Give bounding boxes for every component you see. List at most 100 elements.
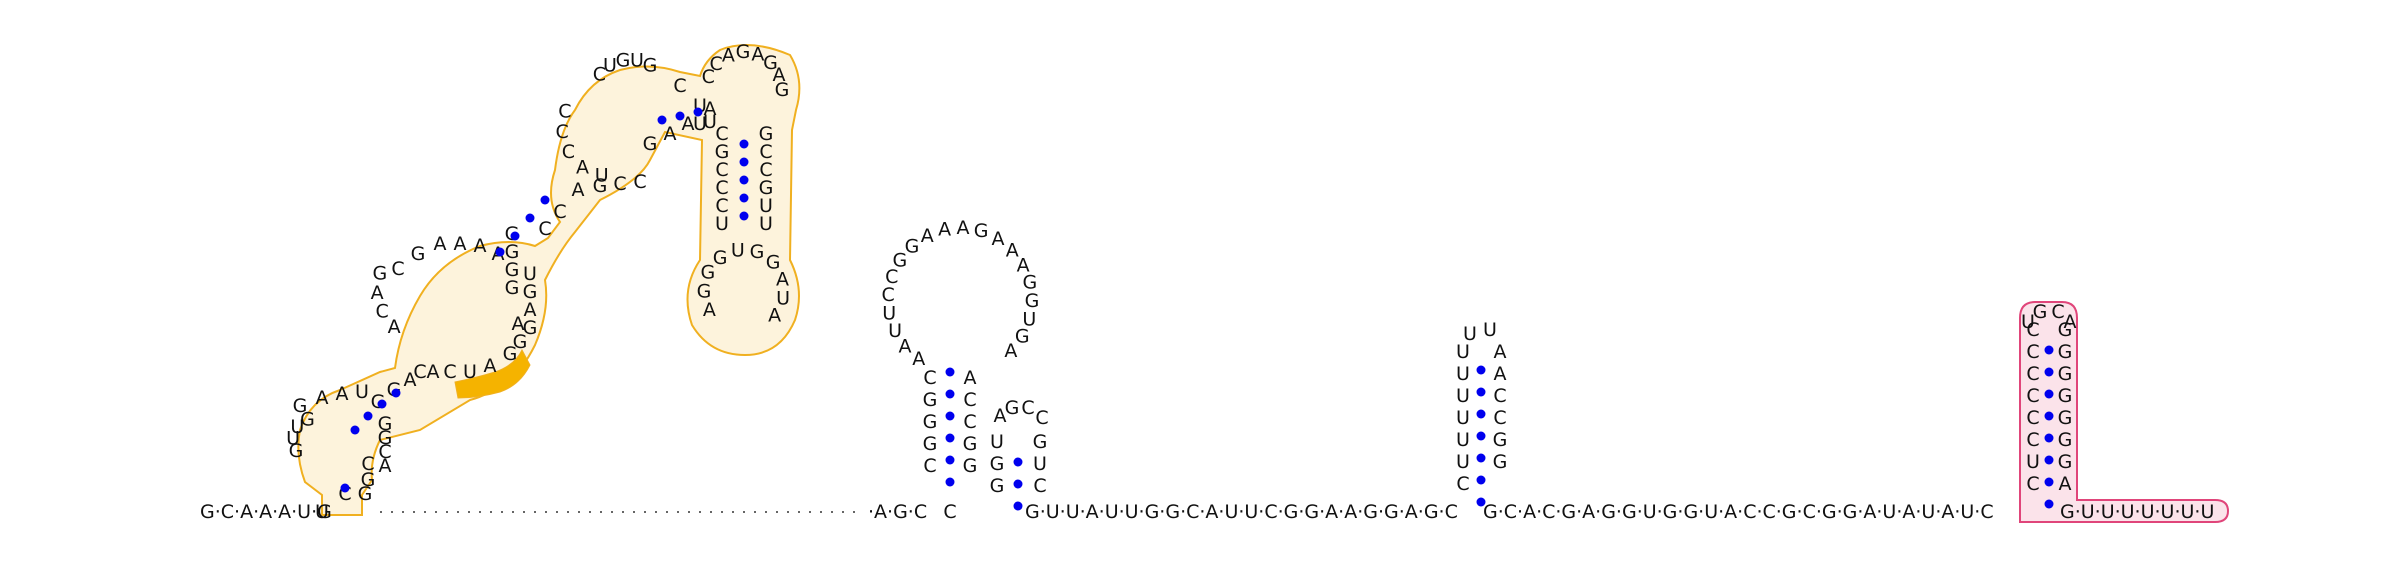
stem-nt: G [923,411,938,433]
base-pair-dot [1013,457,1023,467]
stem-nt: G [505,241,520,263]
loop-nt: A [751,44,764,66]
stem-nt: A [2059,473,2072,495]
loop-nt: U [286,428,300,450]
base-pair-dot [495,247,505,257]
loop-nt: C [391,258,404,280]
stem-nt: G [361,469,376,491]
loop-nt: G [411,243,426,265]
stem-nt: C [553,201,566,223]
stem-nt: C [538,218,551,240]
base-pair-dot [945,455,955,465]
loop-nt: G [1025,290,1040,312]
loop-nt: A [664,123,677,145]
loop-nt: U [1022,308,1036,330]
base-pair-dot [675,111,685,121]
stem-nt: C [715,123,728,145]
base-pair-dot [510,231,520,241]
terminator-hairpin [2019,301,2230,523]
loop-nt: A [773,64,786,86]
stem-nt: U [1456,407,1470,429]
loop-nt: U [290,416,304,438]
loop-nt: A [912,348,925,370]
stem-nt: G [990,453,1005,475]
stem-nt: G [963,433,978,455]
loop-nt: C [1021,397,1034,419]
stem-nt: C [1456,473,1469,495]
base-pair-dot [2044,389,2054,399]
base-pair-dot [1013,501,1023,511]
loop-nt: U [776,287,790,309]
stem-nt: G [513,331,528,353]
stem-nt: C [2026,473,2039,495]
loop-nt: G [1005,397,1020,419]
stem-nt: G [715,141,730,163]
loop-nt: G [2033,301,2048,323]
terminator-outline [2019,301,2230,523]
loop-nt: U [2021,311,2035,333]
base-pair-dot [2044,455,2054,465]
stem-nt: U [990,431,1004,453]
stem-nt: C [759,159,772,181]
base-pair-dot [739,157,749,167]
stem-nt: C [943,501,956,523]
base-pair-dot [2044,367,2054,377]
loop-nt: G [643,54,658,76]
stem-nt: C [963,389,976,411]
stem-nt: C [2026,407,2039,429]
loop-nt: U [882,302,896,324]
stem-nt: U [1456,341,1470,363]
stem-nt: G [2058,319,2073,341]
base-pair-dot [1013,479,1023,489]
base-pair-dot [350,425,360,435]
base-pair-dot [2044,411,2054,421]
loop-nt: G [763,52,778,74]
nucleotide-letters: UCGGUUGGAAUGGAGGCACGCACUAACAGCGAAAAGGGGU… [286,41,2076,523]
loop-nt: G [1015,325,1030,347]
loop-nt: A [682,113,695,135]
loop-nt: G [701,262,716,284]
base-pair-dot [1476,365,1486,375]
base-pair-dots [340,107,2054,511]
stem-nt: G [2058,451,2073,473]
base-pair-dot [945,433,955,443]
base-pair-dot [1476,387,1486,397]
stem-nt: G [2058,363,2073,385]
loop-nt: A [776,268,789,290]
base-pair-dot [2044,433,2054,443]
stem-nt: G [358,483,373,505]
domain-outline [297,44,801,516]
stem-nt: G [963,455,978,477]
base-pair-dot [1476,409,1486,419]
loop-nt: A [991,228,1004,250]
backbone-5prime-label: G·C·A·A·A·U·G [200,501,332,523]
stem-nt: C [1033,475,1046,497]
stem-nt: C [715,177,728,199]
stem-nt: C [361,453,374,475]
base-pair-dot [363,411,373,421]
loop-nt: C [1035,407,1048,429]
stem-nt: C [759,141,772,163]
loop-nt: A [1006,240,1019,262]
stem-nt: G [1033,431,1048,453]
loop-nt: C [885,266,898,288]
loop-nt: A [474,235,487,257]
base-pair-dot [739,139,749,149]
loop-nt: C [882,284,895,306]
loop-nt: C [702,66,715,88]
stem-nt: G [505,277,520,299]
loop-nt: C [633,171,646,193]
stem-nt: G [759,123,774,145]
loop-nt: A [371,282,384,304]
base-pair-dot [2044,499,2054,509]
stem-nt: G [1493,451,1508,473]
loop-nt: G [1023,272,1038,294]
stem-nt: G [759,177,774,199]
stem-nt: G [378,427,393,449]
loop-nt: C [710,53,723,75]
stem-nt: A [524,299,537,321]
stem-nt: U [1033,453,1047,475]
loop-nt: G [289,440,304,462]
stem-nt: G [2058,385,2073,407]
base-pair-dot [945,477,955,487]
